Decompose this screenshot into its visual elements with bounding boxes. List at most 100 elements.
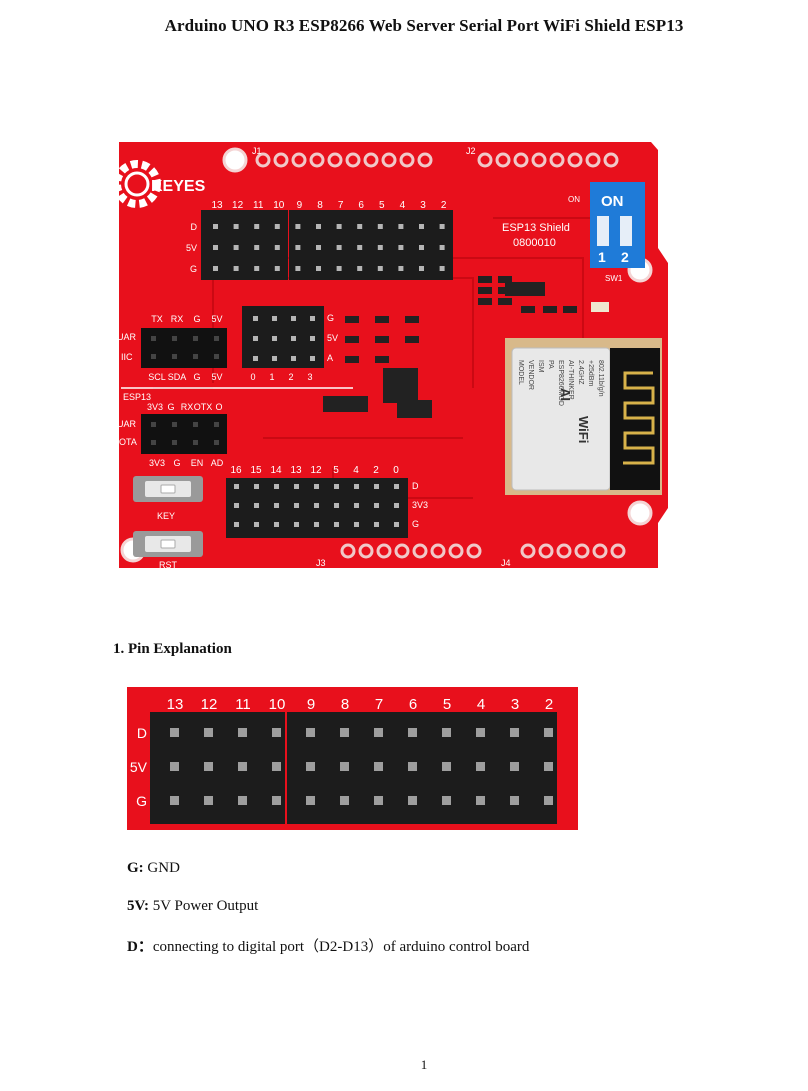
esp-uart-header <box>141 414 227 454</box>
mount-hole-1 <box>222 147 248 173</box>
module-wifi: WiFi <box>576 416 591 443</box>
dip-on-label: ON <box>601 193 624 210</box>
definition-gnd: G: GND <box>127 860 180 877</box>
header-pin <box>151 422 156 427</box>
header-pin <box>170 796 179 805</box>
header-pin <box>439 245 445 250</box>
module-text-line: PA <box>547 360 554 369</box>
iic-label: SDA <box>168 372 187 382</box>
digital-pin-number: 6 <box>358 200 364 211</box>
esp-bottom-label: 3V3 <box>149 458 165 468</box>
header-pin <box>213 245 218 250</box>
header-pin <box>193 354 198 359</box>
header-pin <box>398 266 404 271</box>
header-pin <box>151 336 156 341</box>
header-pin <box>334 484 339 489</box>
definition-term: D： <box>127 939 153 955</box>
esp-side-label-2: OTA <box>119 437 137 447</box>
dip-side-label: ON <box>568 195 580 204</box>
closeup-pin-number: 13 <box>167 696 184 713</box>
uart-label: 5V <box>211 314 222 324</box>
header-pin <box>408 796 417 805</box>
header-pad <box>574 543 590 559</box>
digital-pin-number: 2 <box>441 200 447 211</box>
label-j2: J2 <box>466 146 476 156</box>
header-pin <box>354 484 359 489</box>
header-j1-j2-pads <box>255 152 619 168</box>
digital-pin-number: 12 <box>232 200 244 211</box>
header-pin <box>172 440 177 445</box>
dip-switch[interactable]: ON 1 2 <box>590 182 645 268</box>
gpio-pin-number: 12 <box>310 465 322 476</box>
header-pin <box>233 266 239 271</box>
switch-label: SW1 <box>605 274 623 283</box>
header-pad <box>394 543 410 559</box>
header-pin <box>234 484 239 489</box>
digital-row-label: 5V <box>186 243 197 253</box>
gpio-row-label: 3V3 <box>412 500 428 510</box>
module-text-line: ISM <box>537 360 544 373</box>
header-pin <box>272 316 277 321</box>
header-pad <box>603 152 619 168</box>
header-pad <box>556 543 572 559</box>
header-pin <box>238 728 247 737</box>
header-pin <box>272 796 281 805</box>
header-pin <box>314 522 319 527</box>
header-pin <box>334 503 339 508</box>
label-j3: J3 <box>316 558 326 568</box>
analog-header-pins <box>253 316 315 361</box>
header-pin <box>398 245 404 250</box>
definition-digital: D：connecting to digital port（D2-D13）of a… <box>127 935 529 956</box>
header-pin <box>291 316 296 321</box>
document-title: Arduino UNO R3 ESP8266 Web Server Serial… <box>164 16 684 35</box>
esp13-label: ESP13 <box>123 392 151 402</box>
header-pin <box>334 522 339 527</box>
esp-uart-label: 3V3 <box>147 402 163 412</box>
analog-pin-number: 0 <box>250 372 255 382</box>
header-pin <box>234 503 239 508</box>
shield-name: ESP13 Shield <box>502 222 570 234</box>
header-pin <box>295 245 301 250</box>
header-pin <box>254 484 259 489</box>
module-text-line: +25dBm <box>587 360 594 386</box>
header-pin <box>357 266 363 271</box>
definition-text: 5V Power Output <box>148 898 259 914</box>
digital-pin-number: 4 <box>400 200 406 211</box>
header-pin <box>394 484 399 489</box>
closeup-pin-number: 6 <box>409 696 417 713</box>
rst-button[interactable] <box>133 531 203 557</box>
module-logo: AI <box>558 388 573 401</box>
header-pad <box>567 152 583 168</box>
header-pin <box>204 796 213 805</box>
definition-text: connecting to digital port（D2-D13）of ard… <box>152 939 530 955</box>
header-pin <box>291 336 296 341</box>
header-pin <box>253 316 258 321</box>
header-pad <box>495 152 511 168</box>
header-pin <box>254 522 259 527</box>
header-pin <box>340 796 349 805</box>
header-pin <box>544 762 553 771</box>
mount-hole-3 <box>627 500 653 526</box>
header-pin <box>233 224 239 229</box>
definition-term: G: <box>127 860 144 876</box>
key-button[interactable] <box>133 476 203 502</box>
header-pin <box>253 356 258 361</box>
analog-pin-number: 3 <box>307 372 312 382</box>
digital-pin-number: 8 <box>317 200 323 211</box>
header-pin <box>419 224 424 229</box>
closeup-row-label: G <box>136 793 147 809</box>
iic-label: G <box>193 372 200 382</box>
section-heading: 1. Pin Explanation <box>113 641 232 657</box>
brand-text: KEYES <box>151 178 206 195</box>
header-pin <box>272 728 281 737</box>
header-pad <box>513 152 529 168</box>
closeup-pin-number: 4 <box>477 696 485 713</box>
header-pad <box>520 543 536 559</box>
header-pin <box>272 762 281 771</box>
uart-side-label: UAR <box>117 332 137 342</box>
header-pad <box>381 152 397 168</box>
